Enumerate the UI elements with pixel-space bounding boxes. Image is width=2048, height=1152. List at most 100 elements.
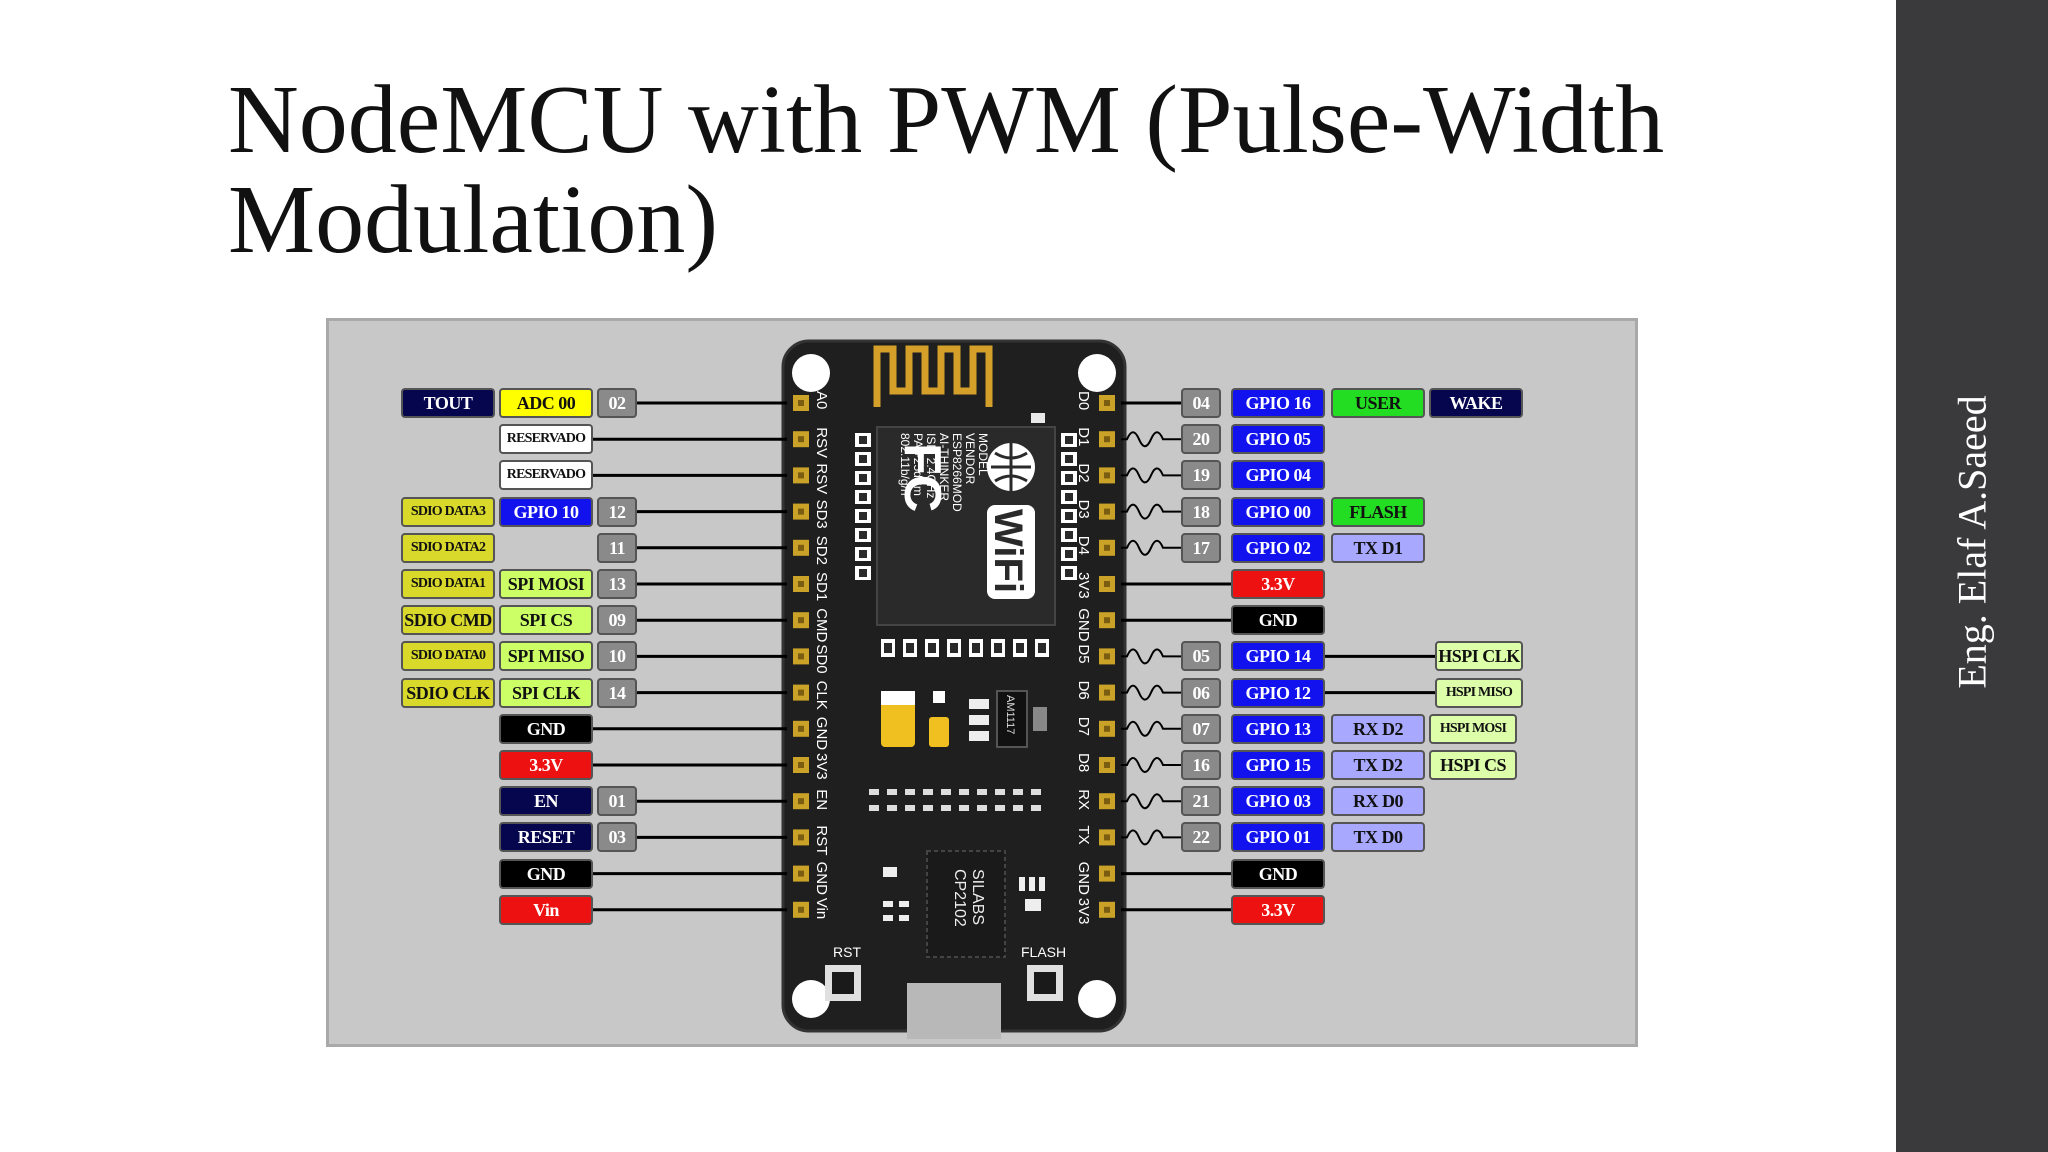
slide-title: NodeMCU with PWM (Pulse-Width Modulation… (228, 70, 1848, 270)
pin-label-gpio-14: GPIO 14 (1231, 641, 1325, 672)
smd-part (883, 901, 893, 907)
pin-label-17: 17 (1181, 532, 1221, 563)
wifi-logo-text: WiFi (986, 509, 1030, 593)
capacitor-small (929, 717, 949, 747)
mounting-hole (792, 980, 830, 1018)
header-pin-hole (798, 906, 804, 913)
module-text-line: VENDOR (963, 433, 977, 485)
header-pin-hole (1104, 472, 1110, 479)
pin-label-sdio-data3: SDIO DATA3 (401, 496, 495, 527)
pin-name-d3: D3 (1075, 500, 1092, 519)
pin-label-gnd: GND (499, 713, 593, 744)
pin-label-07: 07 (1181, 713, 1221, 744)
module-pad-hole (906, 643, 914, 653)
pin-label-05: 05 (1181, 641, 1221, 672)
pwm-wave-wire (1121, 431, 1181, 448)
module-pad-hole (994, 643, 1002, 653)
pin-label-hspi-cs: HSPI CS (1429, 750, 1517, 780)
module-pad-hole (859, 455, 867, 463)
pin-label-20: 20 (1181, 424, 1221, 455)
chip-label-line-2: CP2102 (951, 869, 968, 927)
module-pad-hole (972, 643, 980, 653)
pin-label-spi-cs: SPI CS (499, 605, 593, 636)
pin-label-18: 18 (1181, 496, 1221, 527)
header-pin-hole (1104, 725, 1110, 732)
pin-name-clk: CLK (813, 681, 830, 710)
pin-name-d2: D2 (1075, 463, 1092, 482)
header-pin-hole (1104, 581, 1110, 587)
pin-name-d1: D1 (1075, 427, 1092, 446)
module-pad-hole (950, 643, 958, 653)
resistor (995, 805, 1005, 811)
pin-name-d7: D7 (1075, 717, 1092, 736)
pin-label-gnd: GND (1231, 605, 1325, 636)
pin-label-wake: WAKE (1429, 388, 1523, 418)
pin-name-cmd: CMD (813, 608, 830, 642)
pin-label-06: 06 (1181, 677, 1221, 708)
mounting-hole (1078, 980, 1116, 1018)
header-pin-hole (1104, 834, 1110, 841)
wifi-globe-lines (991, 443, 1031, 491)
resistor (923, 805, 933, 811)
module-pads (855, 433, 1077, 580)
pin-label-user: USER (1331, 388, 1425, 418)
pin-label-reservado: RESERVADO (499, 460, 593, 491)
pin-label-spi-clk: SPI CLK (499, 677, 593, 708)
module-pad-hole (859, 569, 867, 577)
pwm-wave-wire (1121, 467, 1181, 484)
header-pin-hole (1104, 870, 1110, 877)
pwm-wave-wire (1121, 684, 1181, 701)
resistor (905, 805, 915, 811)
header-pin-hole (798, 436, 804, 443)
pin-label-04: 04 (1181, 388, 1221, 418)
header-pin-hole (798, 834, 804, 841)
pin-label-sdio-data1: SDIO DATA1 (401, 569, 495, 599)
pin-label-gpio-03: GPIO 03 (1231, 786, 1325, 817)
regulator-label: AM1117 (1004, 695, 1016, 734)
pin-name-en: EN (813, 789, 830, 810)
smd-part (1019, 877, 1025, 891)
pin-name-sd2: SD2 (813, 536, 830, 565)
pin-name-rst: RST (813, 825, 830, 855)
pin-name-gnd: GND (813, 862, 830, 896)
resistor (995, 789, 1005, 795)
pin-label-gpio-16: GPIO 16 (1231, 388, 1325, 418)
pin-name-rsv: RSV (813, 463, 830, 494)
pin-label-spi-miso: SPI MISO (499, 641, 593, 672)
pin-label-spi-mosi: SPI MOSI (499, 569, 593, 599)
smd-part (1033, 707, 1047, 731)
module-pad-hole (1065, 569, 1073, 577)
module-pad-hole (859, 474, 867, 482)
mounting-hole (792, 354, 830, 392)
pin-label-3-3v: 3.3V (1231, 569, 1325, 599)
pin-label-16: 16 (1181, 750, 1221, 780)
pin-label-02: 02 (597, 388, 637, 418)
pin-name-a0: A0 (813, 391, 830, 409)
resistor (1031, 805, 1041, 811)
pin-label-sdio-cmd: SDIO CMD (401, 605, 495, 636)
pin-name-3v3: 3V3 (813, 753, 830, 780)
pwm-wave-wire (1121, 793, 1181, 810)
header-pin-hole (798, 689, 804, 696)
flash-button-cap (1034, 972, 1056, 994)
pin-label-tx-d0: TX D0 (1331, 822, 1425, 853)
pin-label-flash: FLASH (1331, 496, 1425, 527)
pin-name-d8: D8 (1075, 753, 1092, 772)
pin-label-gpio-01: GPIO 01 (1231, 822, 1325, 853)
pin-name-3v3: 3V3 (1075, 572, 1092, 599)
pin-label-rx-d0: RX D0 (1331, 786, 1425, 817)
header-pin-hole (1104, 798, 1110, 805)
module-pad-hole (928, 643, 936, 653)
module-pad-hole (884, 643, 892, 653)
header-pin-hole (798, 581, 804, 587)
usb-connector[interactable] (907, 983, 1001, 1039)
module-pad-hole (1016, 643, 1024, 653)
pin-name-sd1: SD1 (813, 572, 830, 601)
pin-name-d6: D6 (1075, 681, 1092, 700)
smd-part (883, 915, 893, 921)
header-pin-hole (1104, 762, 1110, 768)
module-pad-hole (859, 512, 867, 520)
pin-label-gpio-02: GPIO 02 (1231, 532, 1325, 563)
smd-part (1025, 899, 1041, 911)
